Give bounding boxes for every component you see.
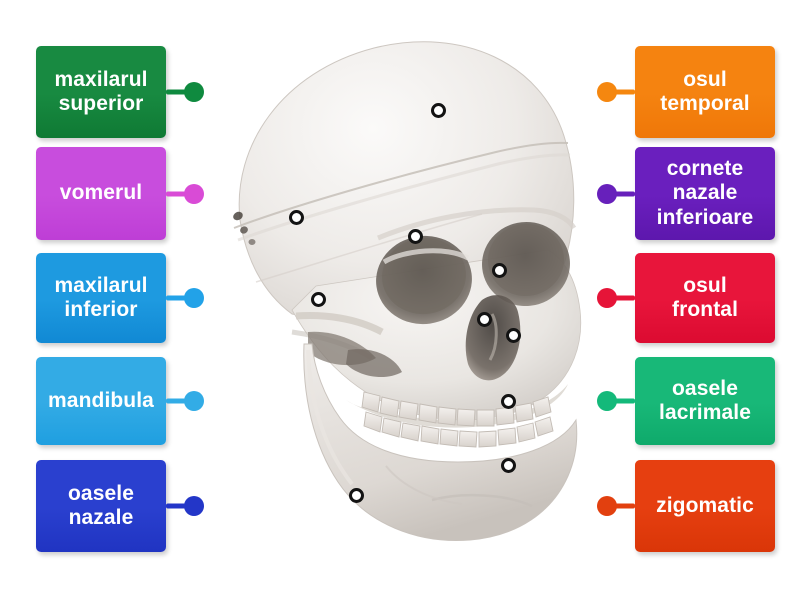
- label-text-zigomatic: zigomatic: [656, 493, 754, 517]
- label-box-osul-temporal[interactable]: osul temporal: [597, 46, 775, 138]
- label-text-osul-temporal: osul temporal: [660, 67, 750, 115]
- connector-line-icon: [166, 191, 190, 196]
- label-box-zigomatic[interactable]: zigomatic: [597, 460, 775, 552]
- label-box-osul-frontal[interactable]: osul frontal: [597, 253, 775, 343]
- marker-dot[interactable]: [288, 209, 304, 225]
- marker-dot[interactable]: [310, 291, 326, 307]
- connector-line-icon: [611, 398, 635, 404]
- connector-line-icon: [611, 503, 635, 509]
- connector-line-icon: [166, 398, 190, 404]
- marker-dot[interactable]: [500, 457, 516, 473]
- marker-dot[interactable]: [430, 102, 446, 118]
- label-text-oasele-lacrimale: oasele lacrimale: [659, 376, 751, 424]
- label-box-cornete-nazale-inferioare[interactable]: cornete nazale inferioare: [597, 147, 775, 240]
- label-text-cornete-nazale-inferioare: cornete nazale inferioare: [656, 156, 754, 229]
- marker-dot[interactable]: [407, 228, 423, 244]
- label-text-oasele-nazale: oasele nazale: [68, 481, 134, 529]
- skull-image: [196, 14, 604, 574]
- connector-line-icon: [611, 191, 635, 196]
- label-box-maxilarul-inferior[interactable]: maxilarul inferior: [36, 253, 204, 343]
- label-text-vomerul: vomerul: [59, 181, 143, 205]
- connector-line-icon: [166, 503, 190, 509]
- label-box-oasele-lacrimale[interactable]: oasele lacrimale: [597, 357, 775, 445]
- marker-dot[interactable]: [348, 487, 364, 503]
- label-text-osul-frontal: osul frontal: [671, 273, 739, 321]
- marker-dot[interactable]: [505, 327, 521, 343]
- label-box-vomerul[interactable]: vomerul: [36, 147, 204, 240]
- label-text-mandibula: mandibula: [48, 388, 154, 412]
- label-box-mandibula[interactable]: mandibula: [36, 357, 204, 445]
- marker-dot[interactable]: [476, 311, 492, 327]
- connector-line-icon: [611, 89, 635, 95]
- marker-dot[interactable]: [491, 262, 507, 278]
- label-box-maxilarul-superior[interactable]: maxilarul superior: [36, 46, 204, 138]
- connector-line-icon: [611, 295, 635, 301]
- connector-line-icon: [166, 295, 190, 301]
- label-text-maxilarul-inferior: maxilarul inferior: [54, 273, 148, 321]
- label-text-maxilarul-superior: maxilarul superior: [54, 67, 148, 115]
- marker-dot[interactable]: [500, 393, 516, 409]
- connector-line-icon: [166, 89, 190, 95]
- label-box-oasele-nazale[interactable]: oasele nazale: [36, 460, 204, 552]
